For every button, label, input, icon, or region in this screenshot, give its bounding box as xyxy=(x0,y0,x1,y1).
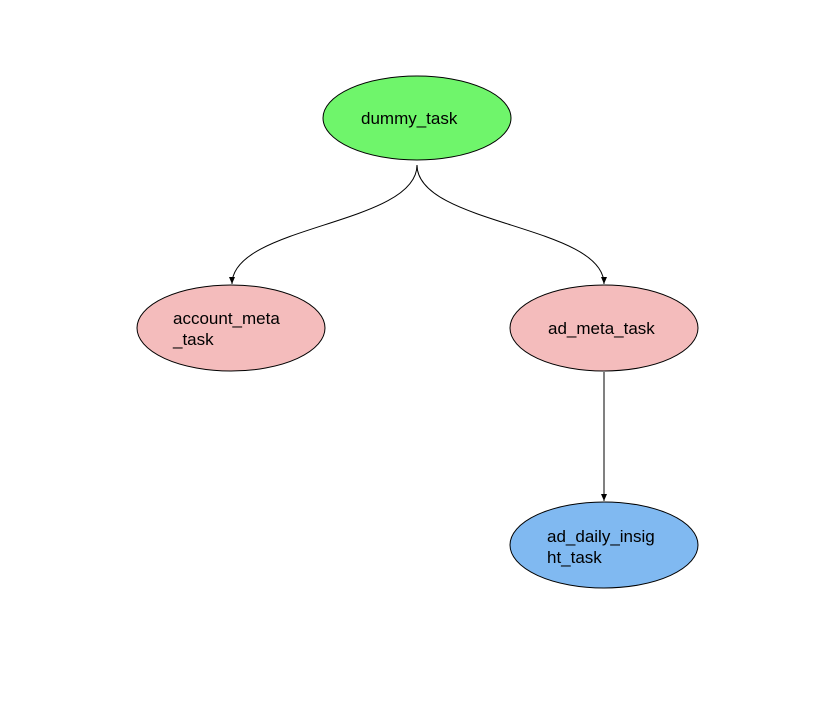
node-account-meta-task-shape xyxy=(136,284,326,372)
node-ad-meta-task[interactable]: ad_meta_task xyxy=(509,284,699,372)
node-ad-meta-task-shape xyxy=(509,284,699,372)
node-ad-meta-task-label: ad_meta_task xyxy=(548,319,655,338)
node-account-meta-task[interactable]: account_meta _task xyxy=(136,284,326,372)
node-account-meta-task-label: account_meta _task xyxy=(172,309,285,349)
node-ad-daily-insight-task-label: ad_daily_insig ht_task xyxy=(547,527,659,567)
node-ad-daily-insight-task-shape xyxy=(509,501,699,589)
node-dummy-task-shape xyxy=(322,75,512,161)
node-dummy-task[interactable]: dummy_task xyxy=(322,75,512,161)
edge-dummy-to-account-meta xyxy=(229,164,418,285)
node-ad-daily-insight-task[interactable]: ad_daily_insig ht_task xyxy=(509,501,699,589)
edge-dummy-to-ad-meta xyxy=(416,164,607,285)
node-dummy-task-label: dummy_task xyxy=(361,109,458,128)
